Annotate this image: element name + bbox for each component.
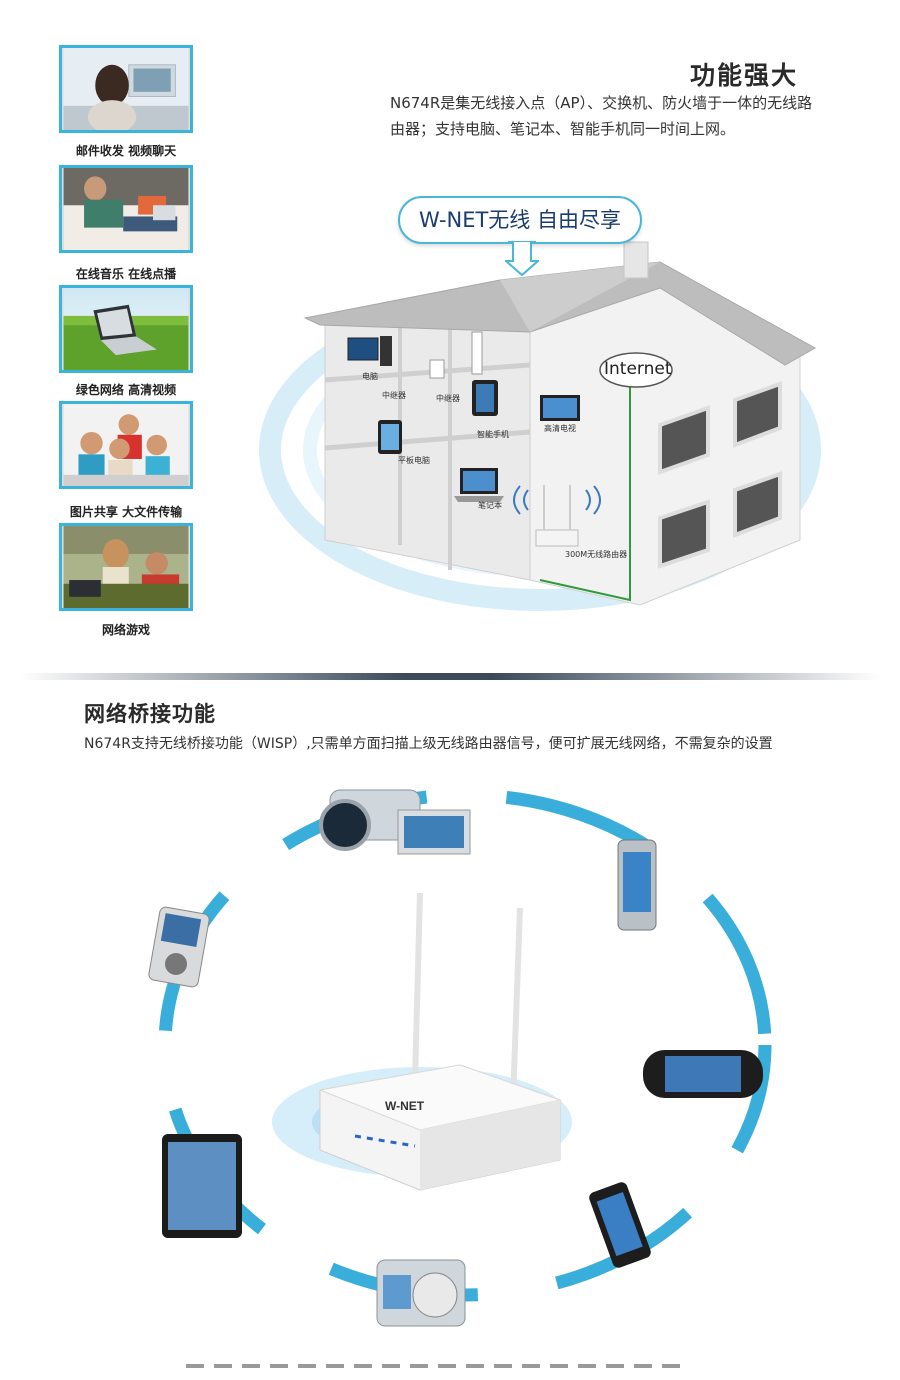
slogan-bubble: W-NET无线 自由尽享 bbox=[398, 196, 642, 244]
gaming-photo bbox=[59, 523, 193, 611]
feature-label: 网络游戏 bbox=[101, 623, 150, 637]
feature-label: 在线音乐 在线点播 bbox=[75, 267, 177, 281]
house-label-repeater: 中继器 bbox=[382, 391, 406, 400]
video-chat-photo bbox=[59, 45, 193, 133]
house-label-phone: 智能手机 bbox=[477, 430, 509, 439]
house-label-tv: 高清电视 bbox=[544, 424, 576, 433]
house-label-repeater: 中继器 bbox=[436, 394, 460, 403]
feature-label: 邮件收发 视频聊天 bbox=[75, 144, 177, 158]
feature-label: 图片共享 大文件传输 bbox=[69, 505, 183, 519]
family-photo bbox=[59, 401, 193, 489]
laptop-grass-photo bbox=[59, 285, 193, 373]
internet-label: Internet bbox=[604, 359, 672, 379]
section-description: N674R是集无线接入点（AP）、交换机、防火墙于一体的无线路由器；支持电脑、笔… bbox=[390, 94, 813, 138]
bubble-pointer-icon bbox=[505, 241, 539, 277]
section-title: 功能强大 bbox=[690, 61, 799, 90]
bridge-diagram: W-NET bbox=[148, 788, 772, 1327]
house-label-pc: 电脑 bbox=[362, 372, 378, 381]
house-label-notebook: 笔记本 bbox=[478, 501, 502, 510]
house-illustration bbox=[259, 241, 821, 611]
house-label-router: 300M无线路由器 bbox=[565, 550, 628, 559]
feature-label: 绿色网络 高清视频 bbox=[75, 383, 177, 397]
section-description: N674R支持无线桥接功能（WISP）,只需单方面扫描上级无线路由器信号，便可扩… bbox=[84, 736, 773, 752]
sofa-laptop-photo bbox=[59, 165, 193, 253]
section-divider bbox=[20, 673, 880, 680]
router-brand: W-NET bbox=[385, 1099, 425, 1113]
section-title: 网络桥接功能 bbox=[84, 702, 216, 726]
bottom-dashed-divider bbox=[186, 1364, 686, 1368]
house-label-tablet: 平板电脑 bbox=[398, 456, 430, 465]
